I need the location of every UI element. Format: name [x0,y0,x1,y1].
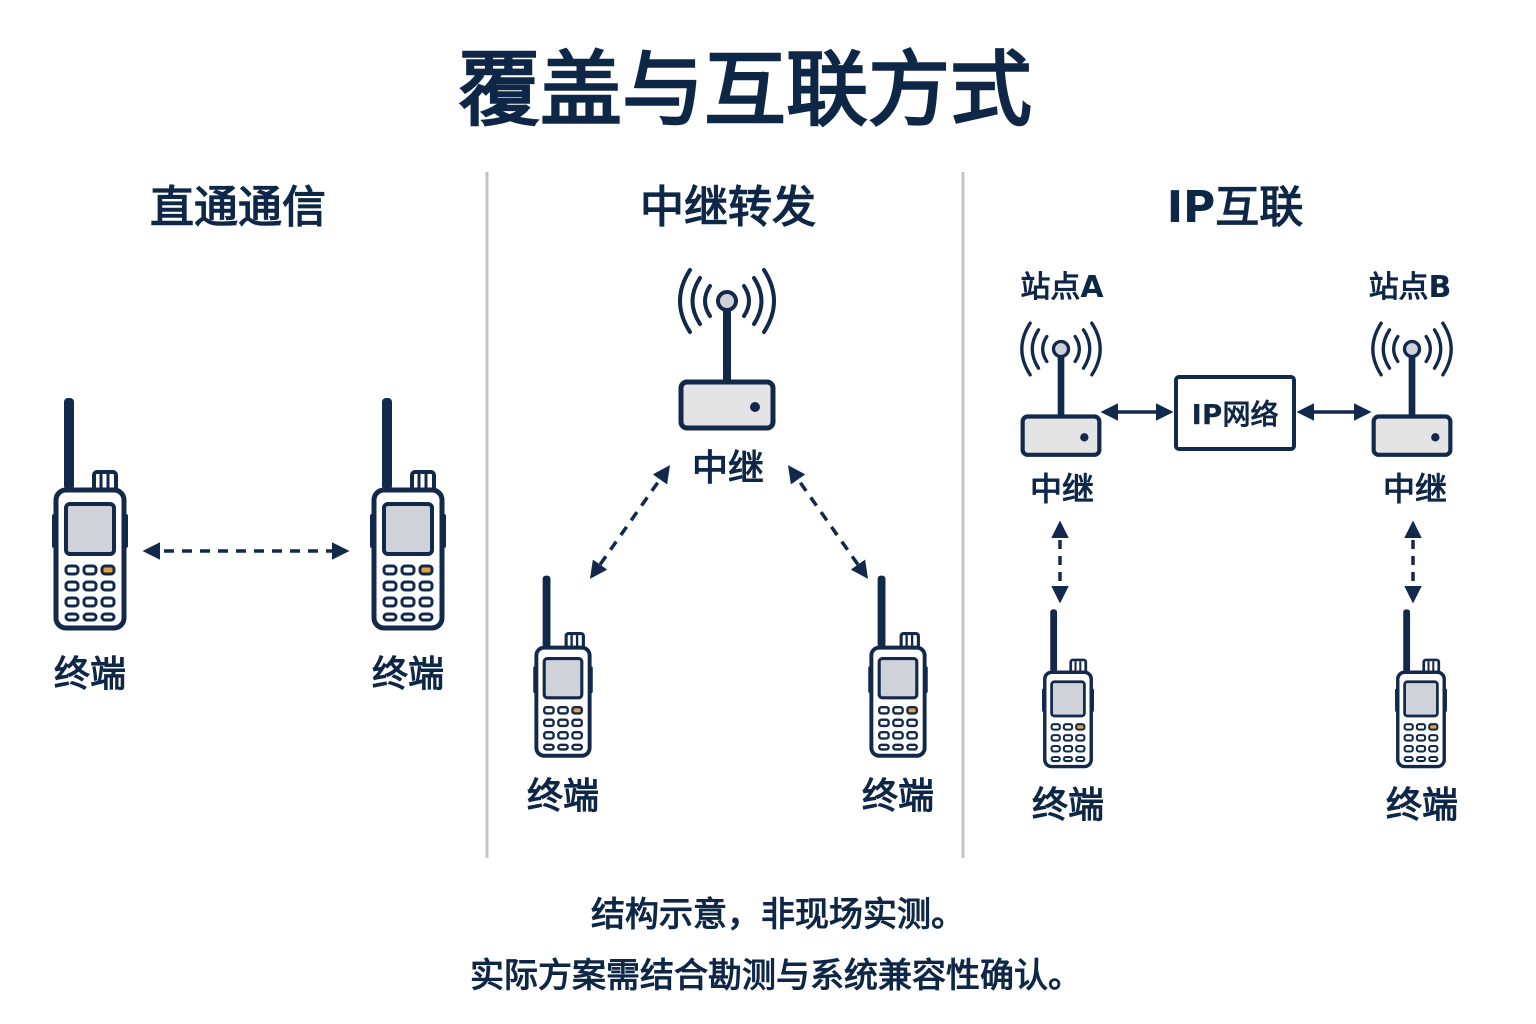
section-repeater: 中继转发 中继 终端 终端 [527,182,934,817]
section-heading-ip: IP互联 [1167,182,1304,233]
radio-handset-icon [52,398,128,628]
radio-handset-icon [1395,609,1447,766]
terminal-label: 终端 [1032,785,1104,826]
site-a-label: 站点A [1020,270,1104,305]
footer-note-line2: 实际方案需结合勘测与系统兼容性确认。 [470,956,1082,996]
repeater-b-label: 中继 [1383,470,1447,508]
section-heading-direct: 直通通信 [150,182,326,233]
repeater-icon [1022,323,1100,455]
terminal-label: 终端 [1386,785,1458,826]
radio-handset-icon [533,576,593,756]
repeater-a-label: 中继 [1030,470,1094,508]
radio-handset-icon [370,398,446,628]
section-heading-repeater: 中继转发 [640,182,816,233]
terminal-label: 终端 [372,654,444,695]
repeater-link-arrow-right [787,465,869,579]
terminal-label: 终端 [862,776,934,817]
radio-handset-icon [868,576,928,756]
site-b-label: 站点B [1369,270,1452,305]
section-direct: 直通通信 终端 终端 [52,182,446,695]
terminal-label: 终端 [527,776,599,817]
section-ip: IP互联 站点A 站点B IP网络 中继 中继 终端 终端 [1020,182,1458,826]
terminal-label: 终端 [54,654,126,695]
network-label: IP网络 [1192,398,1279,431]
footer-note-line1: 结构示意，非现场实测。 [591,895,965,935]
repeater-label: 中继 [692,448,764,489]
page-title: 覆盖与互联方式 [458,43,1032,138]
repeater-icon [680,270,774,428]
radio-handset-icon [1042,609,1094,766]
repeater-icon [1373,323,1451,455]
repeater-link-arrow-left [589,465,671,579]
network-box-icon [1174,375,1296,451]
